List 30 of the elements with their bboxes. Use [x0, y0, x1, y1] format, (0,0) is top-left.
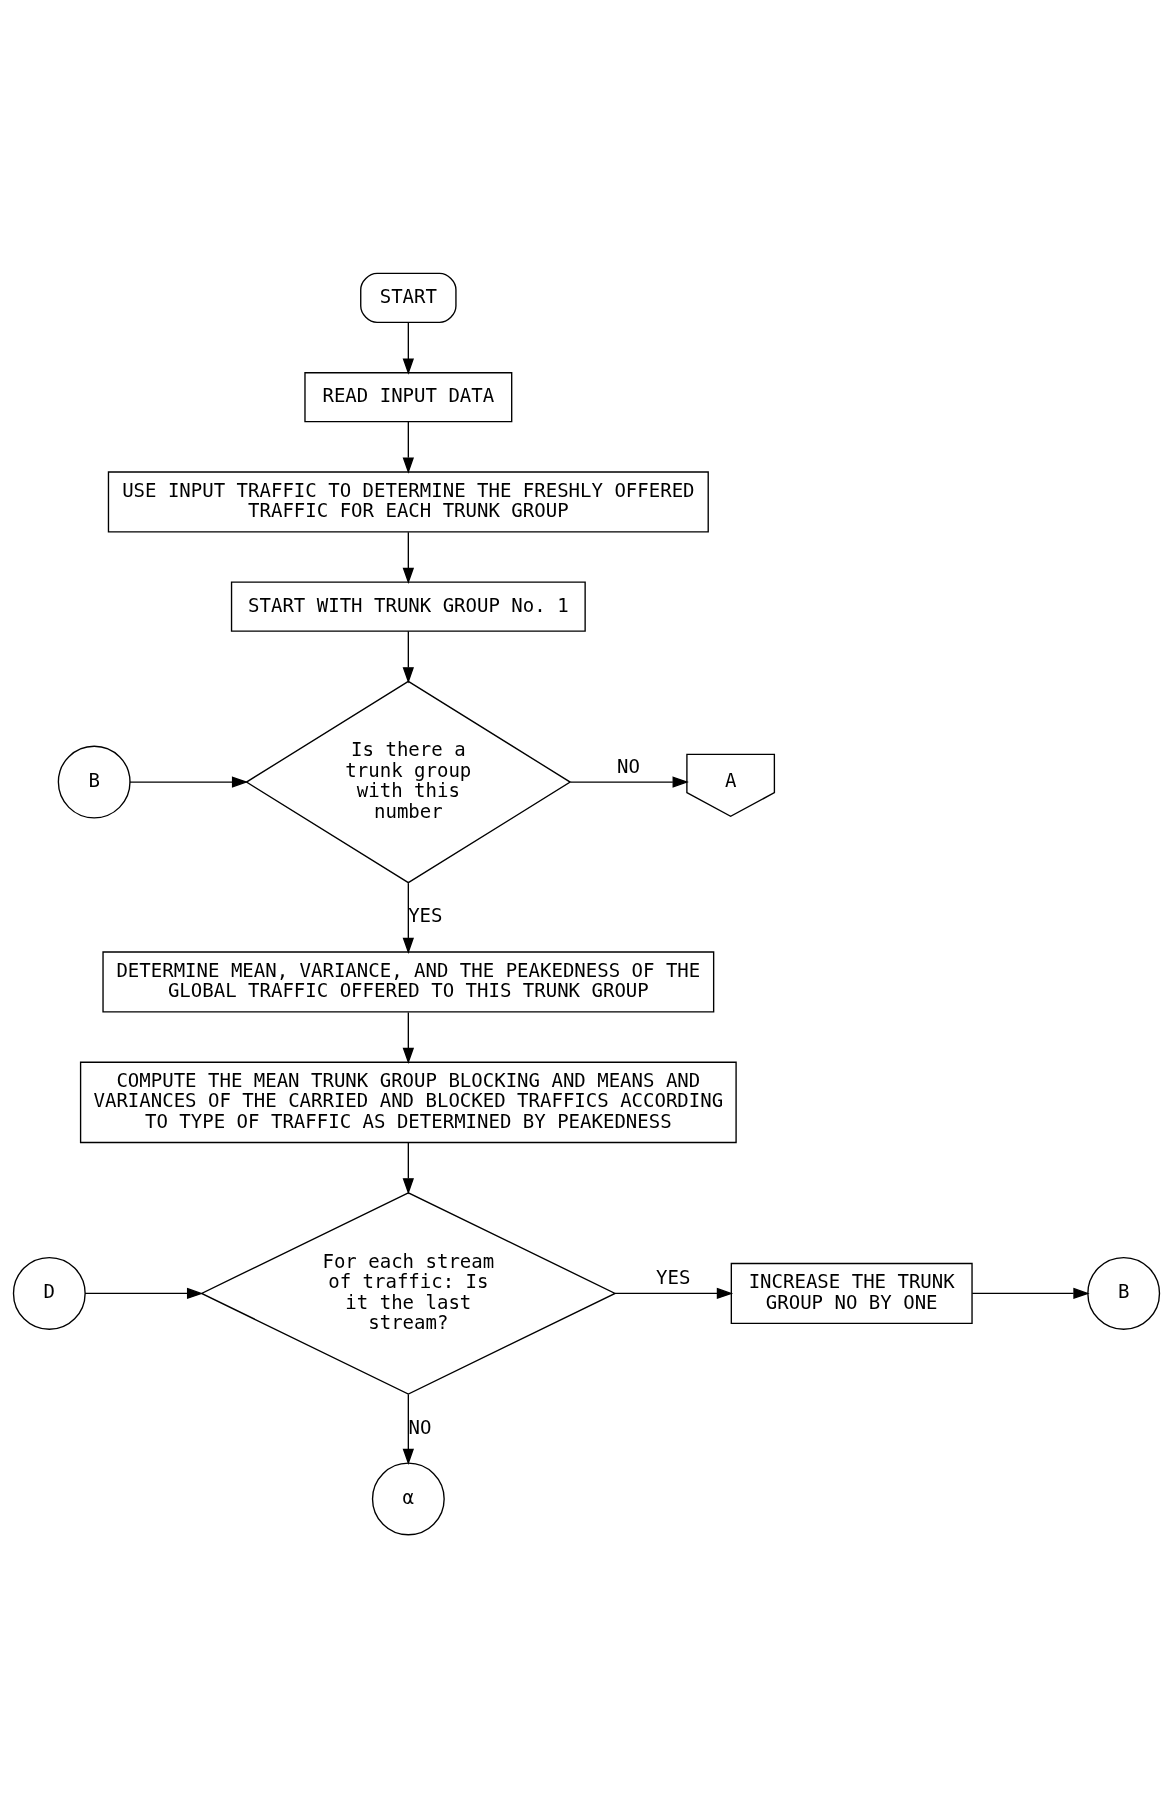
- edge-label: YES: [408, 903, 443, 926]
- node-box: USE INPUT TRAFFIC TO DETERMINE THE FRESHLY OFFERED TRAFFIC FOR EACH TRUNK GROUP: [107, 470, 709, 532]
- arrow: [614, 1287, 734, 1299]
- arrow: [84, 1287, 204, 1299]
- arrow: [402, 420, 415, 474]
- node-circle: B: [1087, 1256, 1161, 1330]
- node-box: START: [360, 272, 457, 323]
- node-box: START WITH TRUNK GROUP No. 1: [230, 580, 586, 632]
- arrow: [402, 630, 415, 683]
- node-box: READ INPUT DATA: [304, 371, 513, 422]
- node-circle: α: [371, 1462, 445, 1535]
- node-diamond: For each stream of traffic: Is it the last stream?: [200, 1191, 617, 1395]
- arrow: [129, 775, 249, 788]
- arrow: [402, 1393, 415, 1465]
- edge-label: YES: [656, 1265, 691, 1288]
- arrow: [569, 775, 689, 788]
- edge-label: NO: [408, 1415, 432, 1438]
- arrow: [402, 321, 415, 375]
- node-circle: D: [12, 1256, 86, 1330]
- arrow: [971, 1287, 1090, 1299]
- node-circle: B: [57, 745, 131, 819]
- node-box: DETERMINE MEAN, VARIANCE, AND THE PEAKEDNESS OF THE GLOBAL TRAFFIC OFFERED TO THIS TRUNK GROUP: [102, 950, 715, 1013]
- edge-label: NO: [616, 754, 640, 777]
- node-box: INCREASE THE TRUNK GROUP NO BY ONE: [730, 1262, 973, 1324]
- arrow: [402, 1141, 415, 1194]
- node-box: COMPUTE THE MEAN TRUNK GROUP BLOCKING AND MEANS AND VARIANCES OF THE CARRIED AND BLOCKED TRAFFICS ACCORDING TO TYPE OF TRAFFIC AS DETERMINED BY PEAKEDNESS: [79, 1061, 737, 1143]
- arrow: [402, 1011, 415, 1064]
- arrow: [402, 882, 415, 954]
- arrow: [402, 531, 415, 584]
- node-diamond: Is there a trunk group with this number: [245, 680, 572, 883]
